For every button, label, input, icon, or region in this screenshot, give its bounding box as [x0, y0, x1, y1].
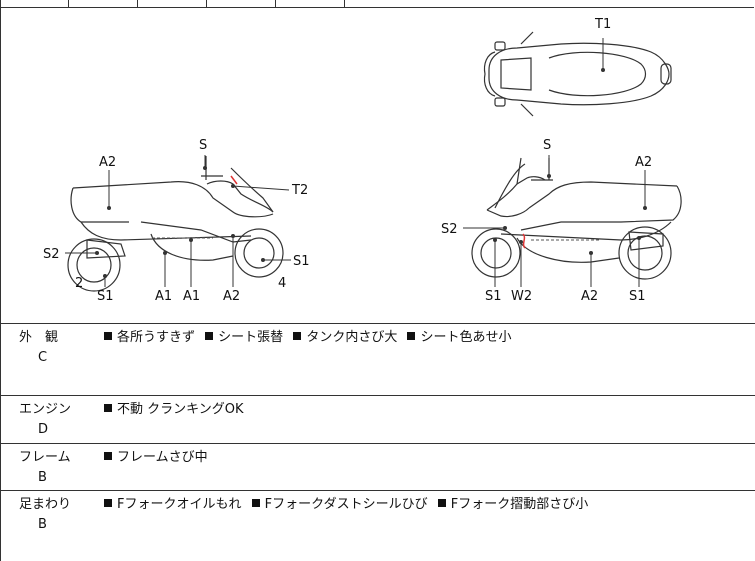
right-leader-lines [463, 155, 646, 287]
label-a2-left-top: A2 [99, 155, 116, 170]
list-item: タンク内さび大 [293, 330, 397, 345]
damage-diagram: T1 S A2 T2 S2 S1 2 4 S1 A1 A1 A2 S A2 S2… [0, 8, 755, 324]
label-number-2: 2 [75, 276, 83, 291]
row-items: 不動 クランキングOK [104, 400, 250, 420]
label-t2: T2 [291, 183, 308, 198]
square-bullet-icon [104, 499, 112, 507]
list-item: 不動 クランキングOK [104, 402, 244, 417]
row-category: フレーム [19, 450, 71, 465]
row-category: 外 観 [19, 330, 59, 345]
row-exterior: 外 観 C 各所うすきず シート張替 タンク内さび大 シート色あせ小 [0, 324, 755, 396]
label-s-right: S [543, 138, 551, 153]
list-item: Fフォーク摺動部さび小 [437, 497, 588, 512]
label-s2-right: S2 [441, 222, 458, 237]
label-a1-second: A1 [183, 289, 200, 304]
square-bullet-icon [104, 404, 112, 412]
right-side-motorcycle [471, 157, 682, 280]
square-bullet-icon [104, 452, 112, 460]
row-grade: C [38, 350, 48, 365]
label-w2: W2 [511, 289, 532, 304]
label-a2-right-top: A2 [635, 155, 652, 170]
top-table-strip [0, 0, 754, 8]
label-s-left: S [199, 138, 207, 153]
list-item: 各所うすきず [104, 330, 195, 345]
square-bullet-icon [251, 499, 260, 507]
left-leader-lines [65, 155, 291, 287]
square-bullet-icon [205, 332, 214, 340]
row-items: Fフォークオイルもれ Fフォークダストシールひび Fフォーク摺動部さび小 [104, 495, 594, 515]
row-engine: エンジン D 不動 クランキングOK [0, 396, 755, 444]
list-item: シート色あせ小 [407, 330, 511, 345]
list-item: Fフォークダストシールひび [251, 497, 428, 512]
label-t1: T1 [594, 17, 611, 32]
row-items: フレームさび中 [104, 448, 214, 468]
label-number-4: 4 [278, 276, 286, 291]
left-side-motorcycle [67, 156, 284, 292]
row-grade: B [38, 517, 47, 532]
square-bullet-icon [407, 332, 416, 340]
list-item: Fフォークオイルもれ [104, 497, 241, 512]
row-items: 各所うすきず シート張替 タンク内さび大 シート色あせ小 [104, 328, 517, 348]
label-s1-left-bottom: S1 [97, 289, 114, 304]
label-a2-right-bottom: A2 [581, 289, 598, 304]
list-item: フレームさび中 [104, 450, 208, 465]
row-grade: D [38, 422, 49, 437]
row-frame: フレーム B フレームさび中 [0, 444, 755, 491]
row-suspension: 足まわり B Fフォークオイルもれ Fフォークダストシールひび Fフォーク摺動部… [0, 491, 755, 561]
label-s1-right-rear: S1 [629, 289, 646, 304]
square-bullet-icon [437, 499, 446, 507]
row-category: 足まわり [19, 497, 72, 512]
top-view-motorcycle [483, 31, 672, 117]
label-a1-first: A1 [155, 289, 172, 304]
label-s1-right-front: S1 [485, 289, 502, 304]
square-bullet-icon [293, 332, 302, 340]
label-s1-front-left: S1 [293, 254, 310, 269]
label-s2-left: S2 [43, 247, 60, 262]
label-a2-left-bottom: A2 [223, 289, 240, 304]
row-grade: B [38, 470, 47, 485]
list-item: シート張替 [205, 330, 283, 345]
motorcycle-diagram-svg: T1 S A2 T2 S2 S1 2 4 S1 A1 A1 A2 S A2 S2… [43, 17, 682, 304]
row-category: エンジン [19, 402, 72, 417]
square-bullet-icon [104, 332, 112, 340]
